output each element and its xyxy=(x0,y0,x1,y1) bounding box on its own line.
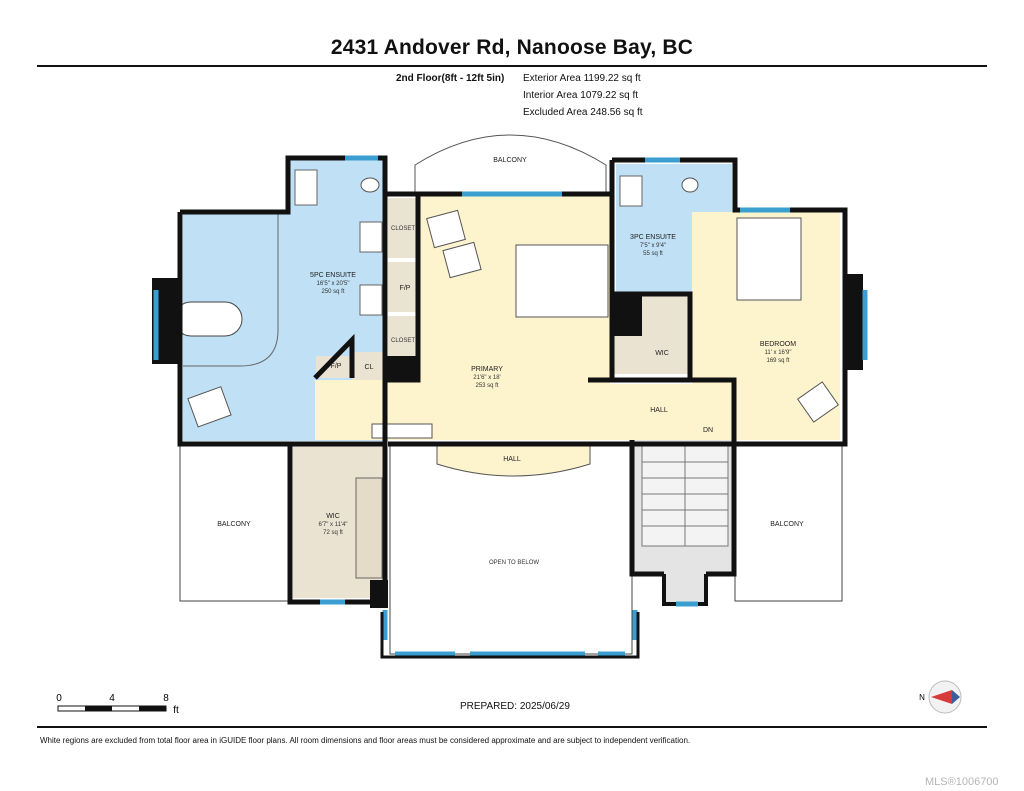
primary-name: PRIMARY xyxy=(471,366,503,373)
interior-area: Interior Area 1079.22 sq ft xyxy=(523,90,639,101)
primary-area: 253 sq ft xyxy=(475,383,498,389)
stair-bay xyxy=(662,574,708,606)
compass-icon: N xyxy=(919,680,962,714)
sink-icon xyxy=(359,221,383,253)
hall-right-floor xyxy=(588,384,734,440)
ensuite-5pc-name: 5PC ENSUITE xyxy=(310,272,356,279)
wic-left-dims: 6'7" x 11'4" xyxy=(318,522,347,528)
lower-wall xyxy=(380,612,640,659)
fp-mid-floor xyxy=(388,262,418,312)
ensuite-5pc-dims: 16'5" x 20'5" xyxy=(317,281,350,287)
shower-outline xyxy=(183,214,279,367)
wic-left-area: 72 sq ft xyxy=(323,530,343,536)
ensuite-3pc-dims: 7'5" x 9'4" xyxy=(640,243,666,249)
sink-icon xyxy=(359,284,383,316)
closet-upper-label: CLOSET xyxy=(391,226,415,232)
balcony-right-label: BALCONY xyxy=(770,521,804,528)
prepared-date: PREPARED: 2025/06/29 xyxy=(460,701,570,712)
dn-label: DN xyxy=(703,427,713,434)
disclaimer: White regions are excluded from total fl… xyxy=(40,736,691,745)
balcony-top-label: BALCONY xyxy=(493,157,527,164)
scale-tick-8: 8 xyxy=(163,693,169,704)
scale-tick-4: 4 xyxy=(109,693,115,704)
exterior-area: Exterior Area 1199.22 sq ft xyxy=(523,73,641,84)
bedroom-name: BEDROOM xyxy=(760,341,796,348)
top-rule xyxy=(37,65,987,67)
open-to-below-label: OPEN TO BELOW xyxy=(489,560,539,566)
ensuite-5pc-area: 250 sq ft xyxy=(321,289,344,295)
chair-icon xyxy=(426,209,466,249)
closet-upper-floor xyxy=(388,198,418,258)
wic-left-name: WIC xyxy=(326,513,340,520)
cl-floor xyxy=(352,352,384,380)
shower-icon xyxy=(294,169,318,206)
ensuite-3pc-name: 3PC ENSUITE xyxy=(630,234,676,241)
balcony-top xyxy=(414,134,607,192)
open-to-below-area xyxy=(389,445,633,655)
bed-icon xyxy=(515,244,609,318)
balcony-left-label: BALCONY xyxy=(217,521,251,528)
scale-bar: 0 4 8 ft xyxy=(56,693,179,716)
primary-lower-floor xyxy=(315,380,590,440)
bathtub-icon xyxy=(173,301,243,337)
primary-dims: 21'6" x 18' xyxy=(473,375,500,381)
bedroom-dims: 11' x 16'9" xyxy=(765,350,792,356)
mls-watermark: MLS®1006700 xyxy=(925,776,999,788)
balcony-right xyxy=(734,443,843,602)
scale-unit: ft xyxy=(173,705,179,716)
fp-mid-label: F/P xyxy=(400,285,411,292)
compass-north-label: N xyxy=(919,693,925,702)
bed-icon xyxy=(736,217,802,301)
hall-right-label: HALL xyxy=(650,407,668,414)
toilet-icon xyxy=(360,177,380,193)
wic-right-label: WIC xyxy=(655,350,669,357)
bottom-rule xyxy=(37,726,987,728)
cl-label: CL xyxy=(365,364,374,371)
windows xyxy=(153,155,868,657)
bedroom-area: 169 sq ft xyxy=(766,358,789,364)
chair-icon xyxy=(796,381,840,423)
hall-bottom-label: HALL xyxy=(503,456,521,463)
bench-icon xyxy=(371,423,433,439)
ensuite-3pc-area: 55 sq ft xyxy=(643,251,663,257)
fp-left-label: F/P xyxy=(331,363,342,370)
floor-label: 2nd Floor(8ft - 12ft 5in) xyxy=(396,73,505,84)
closet-lower-label: CLOSET xyxy=(391,338,415,344)
hall-bay-floor xyxy=(436,445,591,477)
ottoman-icon xyxy=(442,241,482,279)
excluded-area: Excluded Area 248.56 sq ft xyxy=(523,107,643,118)
balcony-left xyxy=(179,443,291,602)
scale-tick-0: 0 xyxy=(56,693,62,704)
wic-shelf xyxy=(355,477,383,579)
fp-left-floor xyxy=(316,356,350,378)
page-title: 2431 Andover Rd, Nanoose Bay, BC xyxy=(330,36,694,59)
chair-icon xyxy=(187,386,232,428)
shower-icon xyxy=(619,175,643,207)
toilet-icon xyxy=(681,177,699,193)
